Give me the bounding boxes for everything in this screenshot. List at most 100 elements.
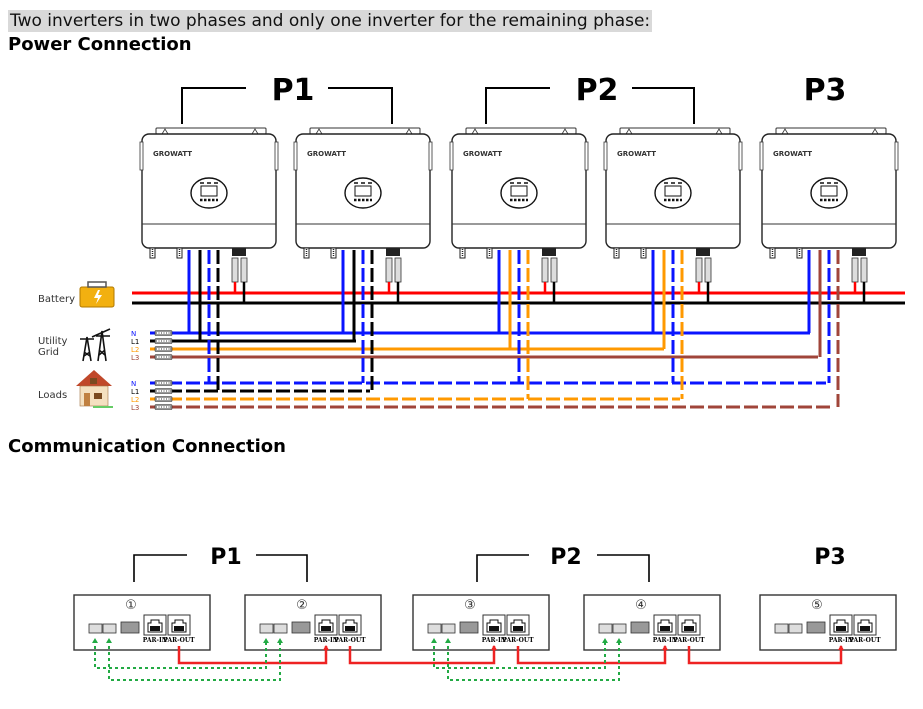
arrow-head — [106, 638, 112, 643]
inverter: GROWATT — [449, 127, 589, 283]
breaker — [704, 257, 712, 283]
intro-text: Two inverters in two phases and only one… — [8, 10, 653, 32]
current-share-port — [774, 623, 789, 634]
mount-hook — [781, 128, 879, 135]
par-out-label: PAR-OUT — [334, 637, 366, 644]
lightning-bolt — [94, 290, 102, 304]
arrow-head — [616, 638, 622, 643]
current-share-port — [273, 623, 288, 634]
house-lawn — [93, 406, 113, 408]
mount-hook — [315, 128, 413, 135]
rj45-pins — [660, 626, 670, 631]
load-l3-label: L3 — [131, 404, 139, 412]
current-share-port — [612, 623, 627, 634]
inverter-top-rail — [465, 127, 577, 135]
current-share-port — [598, 623, 613, 634]
breaker — [394, 257, 402, 283]
breaker — [240, 257, 248, 283]
bracket-line — [485, 87, 550, 124]
par-in-label: PAR-IN — [653, 637, 678, 644]
lcd-screen — [664, 185, 682, 197]
side-handle — [584, 141, 589, 171]
current-share-cable — [433, 640, 606, 669]
load-l2-label: L2 — [131, 396, 139, 404]
mount-hook — [471, 128, 569, 135]
parallel-cable — [516, 646, 667, 665]
communication-connection-title: Communication Connection — [8, 436, 286, 457]
brand-logo: GROWATT — [463, 150, 502, 158]
side-handle — [603, 141, 608, 171]
battery-terminal-block — [852, 248, 866, 256]
bracket-line — [181, 87, 246, 124]
grid-l1-label: L1 — [131, 338, 139, 346]
phase-brackets: P1 P2 P3 — [181, 73, 847, 124]
inverter: GROWATT — [603, 127, 743, 283]
breaker — [860, 257, 868, 283]
side-handle — [139, 141, 144, 171]
unit-number: ① — [125, 598, 137, 613]
rj45-pins — [345, 626, 355, 631]
bracket-line — [476, 554, 529, 582]
mount-hook — [625, 128, 723, 135]
arrow-head — [838, 645, 844, 650]
side-handle — [449, 141, 454, 171]
current-share-cable — [447, 640, 620, 681]
current-share-port — [427, 623, 442, 634]
inverter-top-rail — [155, 127, 267, 135]
inverter-top-rail — [619, 127, 731, 135]
parallel-cable — [348, 646, 496, 665]
arrow-head — [323, 645, 329, 650]
grid-l3-label: L3 — [131, 354, 139, 362]
power-connection-title: Power Connection — [8, 34, 192, 55]
par-out-label: PAR-OUT — [673, 637, 705, 644]
inverter-top-rail — [309, 127, 421, 135]
rj45-pins — [174, 626, 184, 631]
brand-logo: GROWATT — [617, 150, 656, 158]
terminal-block — [291, 621, 311, 634]
current-share-port — [88, 623, 103, 634]
phase-label: P1 — [272, 73, 315, 108]
rj45-pins — [684, 626, 694, 631]
battery-label: Battery — [38, 294, 75, 305]
rj45-pins — [489, 626, 499, 631]
inverter: GROWATT — [293, 127, 433, 283]
parallel-cable — [177, 646, 328, 665]
phase-label: P3 — [814, 545, 845, 570]
bracket-line — [328, 87, 393, 124]
side-handle — [738, 141, 743, 171]
comm-phase-brackets: P1 P2 P3 — [133, 545, 846, 582]
loads-label: Loads — [38, 390, 67, 401]
bracket-line — [632, 87, 695, 124]
breaker — [231, 257, 239, 283]
phase-label: P2 — [576, 73, 619, 108]
house-window — [94, 393, 102, 399]
terminal-block — [120, 621, 140, 634]
utility-grid-label: Grid — [38, 347, 59, 358]
parallel-cable — [687, 646, 843, 665]
load-l1-label: L1 — [131, 388, 139, 396]
current-share-port — [259, 623, 274, 634]
current-share-cable — [108, 640, 281, 681]
mount-hook — [161, 128, 259, 135]
breaker — [541, 257, 549, 283]
unit-number: ⑤ — [811, 598, 823, 613]
house-icon — [76, 370, 113, 408]
brand-logo: GROWATT — [153, 150, 192, 158]
lcd-screen — [200, 185, 218, 197]
phase-label: P2 — [550, 545, 581, 570]
house-door — [84, 393, 90, 406]
grid-l2-label: L2 — [131, 346, 139, 354]
current-share-port — [441, 623, 456, 634]
phase-label: P1 — [210, 545, 241, 570]
phase-label: P3 — [804, 73, 847, 108]
current-share-cable — [94, 640, 267, 669]
bracket-line — [133, 554, 187, 582]
breaker — [695, 257, 703, 283]
par-in-label: PAR-IN — [314, 637, 339, 644]
unit-number: ③ — [464, 598, 476, 613]
